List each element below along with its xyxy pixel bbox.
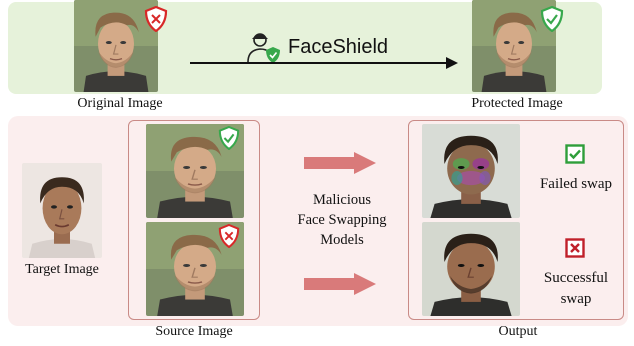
successful-swap-label: Successful swap — [528, 268, 624, 310]
original-image-label: Original Image — [77, 96, 163, 111]
output-label: Output — [498, 324, 538, 339]
malicious-line-3: Models — [320, 232, 364, 248]
protect-arrow — [190, 57, 458, 69]
swap-arrow-top — [304, 152, 376, 174]
shield-green-icon — [540, 6, 564, 32]
brand-name: FaceShield — [288, 36, 389, 58]
swap-arrow-bottom — [304, 273, 376, 295]
target-image — [22, 163, 102, 258]
check-box-icon — [565, 144, 585, 164]
shield-red-icon — [144, 6, 168, 32]
shield-green-icon — [218, 126, 240, 150]
malicious-models-label: Malicious Face Swapping Models — [282, 190, 402, 250]
user-shield-icon — [244, 30, 284, 64]
swap-band — [8, 116, 628, 326]
malicious-line-1: Malicious — [313, 192, 371, 208]
output-successful-swap-image — [422, 222, 520, 316]
successful-swap-line-1: Successful — [543, 270, 609, 286]
output-box — [408, 120, 624, 320]
failed-swap-label: Failed swap — [528, 174, 624, 195]
source-image-box — [128, 120, 260, 320]
shield-red-icon — [218, 224, 240, 248]
output-failed-swap-image — [422, 124, 520, 218]
source-image-label: Source Image — [155, 324, 233, 339]
malicious-line-2: Face Swapping — [297, 212, 387, 228]
cross-box-icon — [565, 238, 585, 258]
failed-swap-line-1: Failed swap — [539, 176, 613, 192]
target-image-label: Target Image — [25, 262, 99, 277]
protected-image-label: Protected Image — [471, 96, 563, 111]
successful-swap-line-2: swap — [560, 291, 592, 307]
